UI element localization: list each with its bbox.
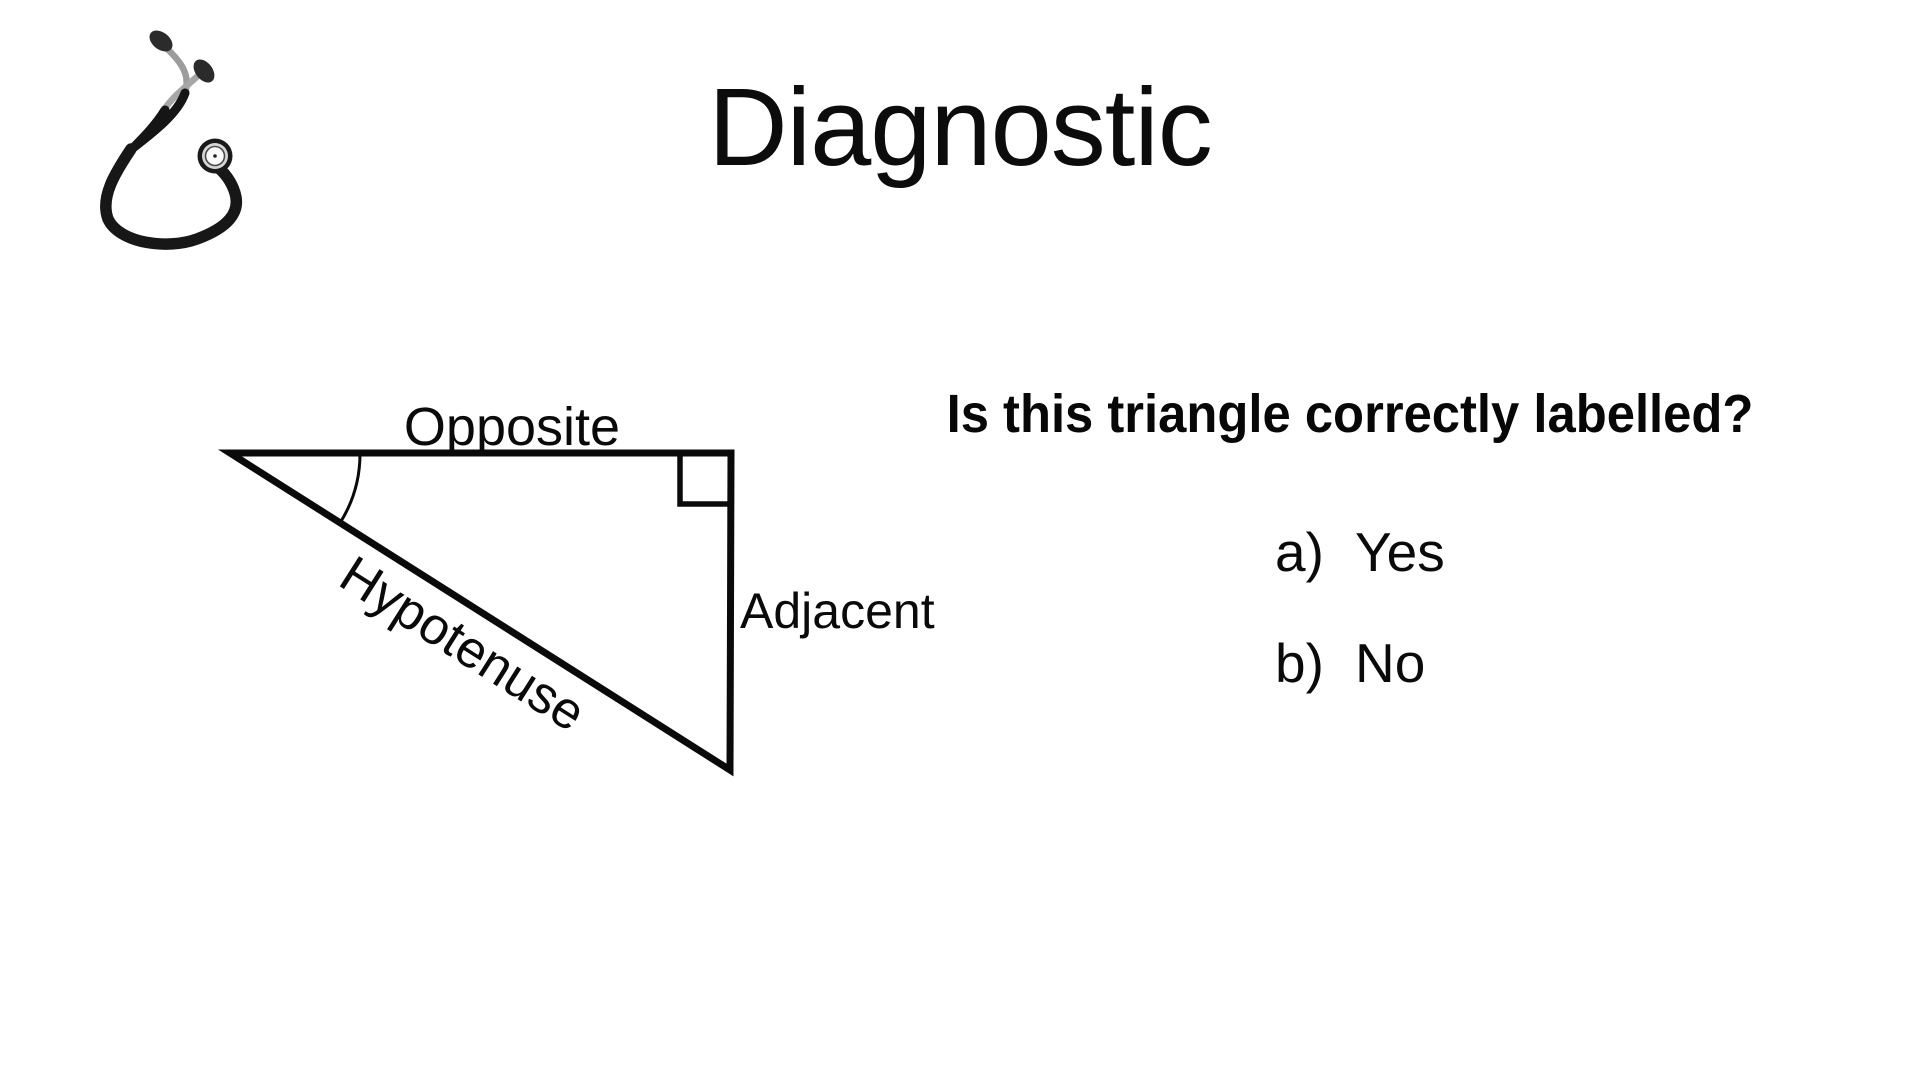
question-text: Is this triangle correctly labelled? <box>946 384 1754 444</box>
page-title: Diagnostic <box>708 66 1213 189</box>
hypotenuse-label: Hypotenuse <box>330 545 595 743</box>
option-a[interactable]: a) Yes <box>1275 521 1445 584</box>
option-b-label: No <box>1355 632 1426 694</box>
angle-arc <box>338 452 362 524</box>
opposite-label: Opposite <box>404 397 620 457</box>
right-angle-marker <box>677 453 731 507</box>
stethoscope-icon <box>100 30 243 250</box>
triangle-outline <box>217 449 735 777</box>
option-a-marker: a) <box>1275 521 1324 583</box>
stethoscope-graphic <box>100 30 243 250</box>
adjacent-label: Adjacent <box>740 583 935 639</box>
option-b[interactable]: b) No <box>1275 632 1425 695</box>
option-a-label: Yes <box>1355 521 1445 583</box>
option-b-marker: b) <box>1275 632 1324 694</box>
